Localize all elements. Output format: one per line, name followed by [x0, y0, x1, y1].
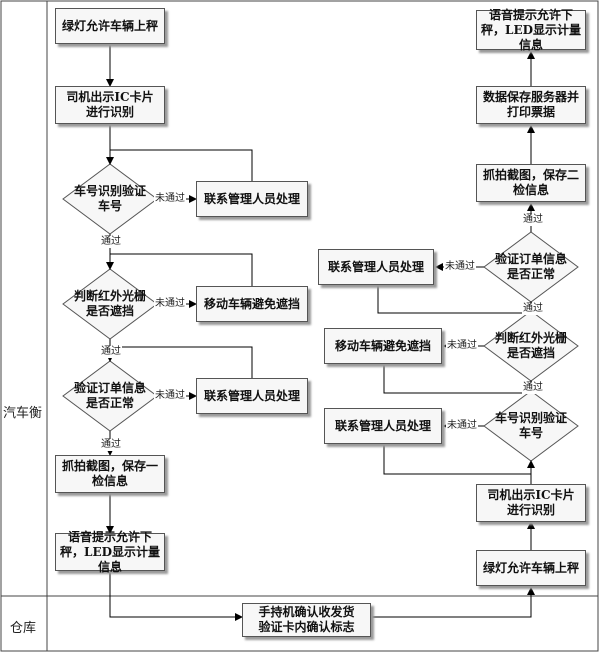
edge-label-pass: 通过 [100, 346, 122, 358]
left-contact-staff-box-2: 联系管理人员处理 [196, 378, 308, 414]
right-voice-prompt-box: 语音提示允许下 秤，LED显示计量 信息 [476, 8, 586, 52]
edge-label-pass: 通过 [522, 303, 544, 315]
edge-label-fail: 未通过 [444, 261, 476, 273]
right-save-print-box: 数据保存服务器并 打印票据 [476, 86, 586, 124]
right-contact-staff-box-1: 联系管理人员处理 [318, 249, 434, 285]
connectors [106, 44, 535, 621]
right-move-vehicle-box: 移动车辆避免遮挡 [324, 328, 442, 364]
right-green-light-box: 绿灯允许车辆上秤 [476, 550, 586, 586]
right-contact-staff-box-2: 联系管理人员处理 [324, 408, 442, 444]
right-order-verify-label: 验证订单信息 是否正常 [494, 252, 567, 281]
edge-label-fail: 未通过 [154, 298, 186, 310]
edge-label-pass: 通过 [522, 214, 544, 226]
warehouse-handheld-confirm-box: 手持机确认收发货 验证卡内确认标志 [242, 603, 371, 637]
edge-label-pass: 通过 [100, 439, 122, 451]
left-plate-verify-label: 车号识别验证 车号 [73, 184, 146, 213]
edge-label-fail: 未通过 [154, 193, 186, 205]
left-driver-ic-box: 司机出示IC卡片 进行识别 [55, 86, 165, 124]
edge-label-pass: 通过 [100, 236, 122, 248]
edge-label-fail: 未通过 [446, 420, 478, 432]
right-driver-ic-box: 司机出示IC卡片 进行识别 [476, 484, 586, 522]
edge-label-fail: 未通过 [154, 390, 186, 402]
lane-label-truck-scale: 汽车衡 [3, 406, 43, 421]
left-order-verify-label: 验证订单信息 是否正常 [73, 381, 146, 410]
right-capture-save-box: 抓拍截图，保存二 检信息 [476, 164, 586, 202]
decision-diamonds [62, 163, 579, 462]
edge-label-fail: 未通过 [446, 340, 478, 352]
left-capture-save-box: 抓拍截图，保存一 检信息 [55, 455, 165, 493]
left-voice-prompt-box: 语音提示允许下 秤，LED显示计量 信息 [55, 530, 165, 574]
edge-label-pass: 通过 [522, 382, 544, 394]
left-move-vehicle-box: 移动车辆避免遮挡 [196, 286, 308, 322]
right-plate-verify-label: 车号识别验证 车号 [494, 411, 567, 440]
lane-label-warehouse: 仓库 [10, 621, 37, 636]
left-green-light-box: 绿灯允许车辆上秤 [55, 8, 165, 44]
left-contact-staff-box-1: 联系管理人员处理 [196, 181, 308, 217]
right-infrared-label: 判断红外光栅 是否遮挡 [494, 331, 567, 360]
left-infrared-label: 判断红外光栅 是否遮挡 [73, 289, 146, 318]
